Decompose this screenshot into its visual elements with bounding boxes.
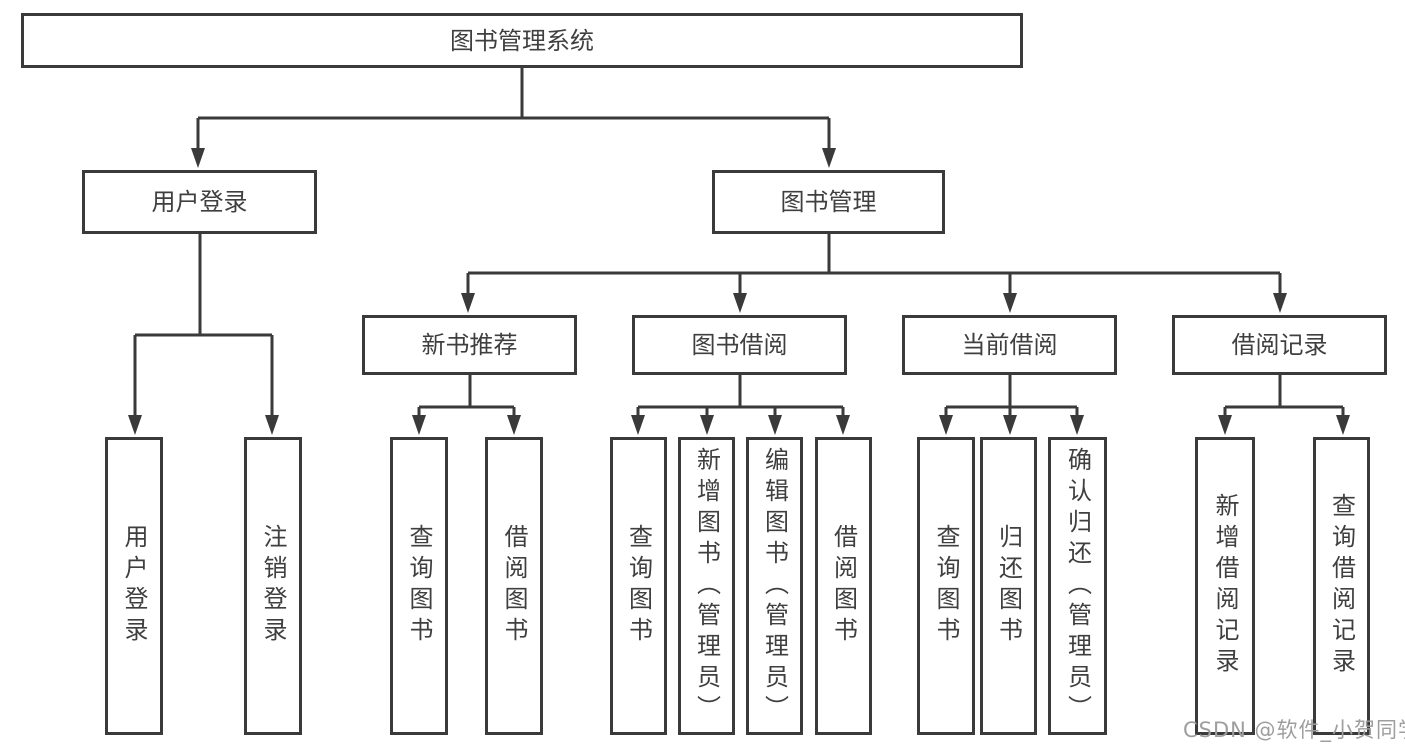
leaf-edit-books-admin: 编辑图书（管理员）: [746, 437, 803, 735]
leaf-return-books: 归还图书: [980, 437, 1037, 735]
csdn-watermark: CSDN @软件_小贺同学: [1183, 718, 1405, 742]
leaf-logout: 注销登录: [244, 437, 302, 735]
leaf-user-login: 用户登录: [105, 437, 163, 735]
leaf-confirm-return-admin: 确认归还（管理员）: [1048, 437, 1107, 735]
leaf-borrow-books-recommend: 借阅图书: [485, 437, 543, 735]
node-library-management-system: 图书管理系统: [21, 13, 1023, 68]
leaf-query-books-current: 查询图书: [917, 437, 975, 735]
node-current-borrow: 当前借阅: [902, 315, 1117, 375]
leaf-query-borrow-record: 查询借阅记录: [1313, 437, 1370, 735]
leaf-borrow-books: 借阅图书: [815, 437, 872, 735]
node-user-login-branch: 用户登录: [82, 170, 317, 234]
leaf-add-books-admin: 新增图书（管理员）: [678, 437, 735, 735]
node-book-management-branch: 图书管理: [712, 170, 945, 234]
leaf-add-borrow-record: 新增借阅记录: [1195, 437, 1255, 735]
leaf-query-books-borrow: 查询图书: [610, 437, 667, 735]
node-book-borrow: 图书借阅: [632, 315, 847, 375]
node-borrow-records: 借阅记录: [1172, 315, 1387, 375]
node-new-book-recommend: 新书推荐: [362, 315, 577, 375]
leaf-query-books-recommend: 查询图书: [390, 437, 448, 735]
